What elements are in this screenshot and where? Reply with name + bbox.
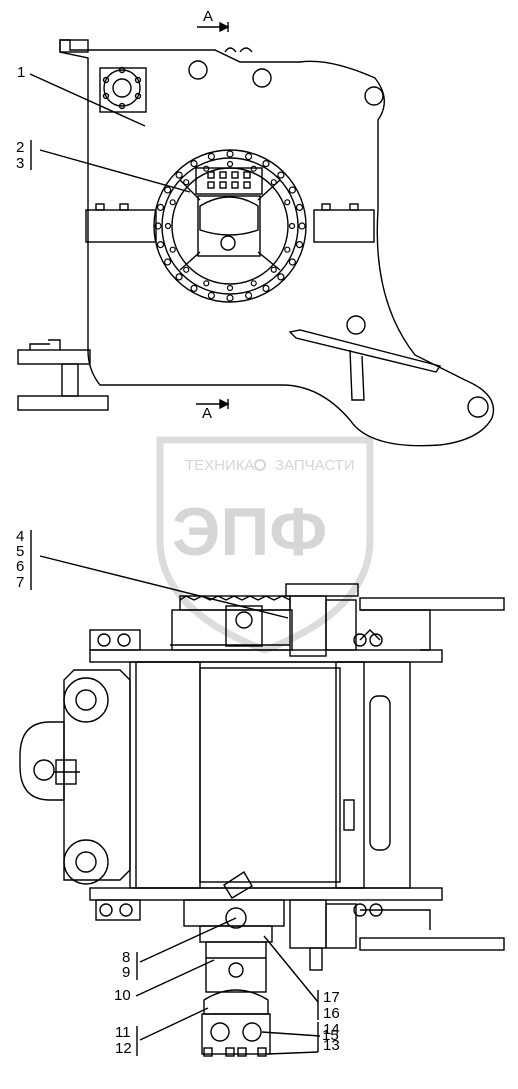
frame-hole <box>346 315 366 335</box>
callout-7: 7 <box>16 574 24 591</box>
hub-inner-bolt <box>226 160 234 168</box>
leader-1 <box>29 73 146 127</box>
hub-bolt <box>207 152 215 161</box>
hub-inner-bolt <box>183 266 190 273</box>
hub-bolt <box>277 273 285 281</box>
callout-17: 17 <box>323 989 340 1006</box>
top-view: A <box>16 8 495 447</box>
hub-bolt <box>245 152 253 161</box>
slewing-hub <box>153 149 307 303</box>
hub-bolt <box>262 160 270 168</box>
leader-8-9 <box>139 917 237 963</box>
hub-bolt <box>175 171 183 179</box>
hub-inner-bolt <box>270 266 277 273</box>
callout-16: 16 <box>323 1005 340 1022</box>
hub-inner-bolt <box>169 246 176 253</box>
hub-bolt <box>156 203 165 211</box>
hub-bolt <box>156 241 165 249</box>
hub-bolt <box>164 258 172 266</box>
callout-1: 1 <box>17 64 25 81</box>
hub-inner-bolt <box>288 222 296 230</box>
leader-10 <box>135 959 215 997</box>
side-bracket-right <box>313 209 375 243</box>
callout-2: 2 <box>16 139 24 156</box>
callout-12: 12 <box>115 1040 132 1057</box>
lower-lugs <box>17 339 109 411</box>
callout-11: 11 <box>115 1024 131 1041</box>
section-label-top: A <box>203 8 213 25</box>
hub-inner-bolt <box>169 199 176 206</box>
bottom-view: 4 5 6 7 <box>16 528 505 1057</box>
lower-motor <box>183 871 285 1057</box>
frame-body <box>59 39 495 447</box>
leader-11-12 <box>139 1007 209 1041</box>
watermark-text-1: ТЕХНИКА <box>185 457 255 474</box>
callout-3: 3 <box>16 155 24 172</box>
hub-bolt <box>226 150 234 158</box>
callout-15: 15 <box>322 1027 339 1044</box>
hub-inner-bolt <box>250 280 257 287</box>
leader-13-14 <box>267 1051 319 1055</box>
hub-bolt <box>175 273 183 281</box>
leader-2-3 <box>39 149 191 193</box>
frame-hole <box>467 396 489 418</box>
leader-15 <box>261 1031 321 1037</box>
side-bracket-left <box>85 209 157 243</box>
hub-bolt <box>207 291 215 300</box>
callout-6: 6 <box>16 558 24 575</box>
hub-bolt <box>245 291 253 300</box>
main-body-bottom-rail <box>89 887 443 901</box>
hub-bolt <box>226 294 234 302</box>
lower-right-bracket <box>95 899 505 971</box>
frame-hole <box>188 60 208 80</box>
watermark-text-2: ЗАПЧАСТИ <box>275 457 355 474</box>
hub-bolt <box>190 160 198 168</box>
hub-bolt <box>288 186 296 194</box>
callout-8: 8 <box>122 949 130 966</box>
frame-hole <box>364 86 384 106</box>
callout-9: 9 <box>122 964 130 981</box>
watermark: ТЕХНИКА ЗАПЧАСТИ ЭПФ <box>156 436 374 654</box>
hub-bolt <box>298 222 306 230</box>
callout-4: 4 <box>16 528 24 545</box>
main-body <box>129 661 411 889</box>
hub-bolt <box>164 186 172 194</box>
hub-bolt <box>277 171 285 179</box>
hub-inner-bolt <box>183 179 190 186</box>
frame-hole <box>252 68 272 88</box>
hub-inner-bolt <box>164 222 172 230</box>
hub-bolt <box>295 203 304 211</box>
hub-bolt <box>288 258 296 266</box>
hub-inner-bolt <box>284 246 291 253</box>
bolt-flange-top-left <box>99 66 147 113</box>
hub-bolt <box>154 222 162 230</box>
watermark-gear-icon <box>254 459 266 471</box>
side-post <box>335 661 365 889</box>
hub-bolt <box>262 284 270 292</box>
watermark-logo: ЭПФ <box>172 494 327 570</box>
hub-bolt <box>190 284 198 292</box>
left-end-flange <box>19 669 131 885</box>
callout-14: 14 <box>323 1021 340 1038</box>
section-arrowhead-top <box>219 21 230 33</box>
hub-bolt <box>295 241 304 249</box>
callout-5: 5 <box>16 543 24 560</box>
hub-inner-bolt <box>284 199 291 206</box>
leader-4-7 <box>39 555 289 619</box>
cover-plate <box>288 329 442 373</box>
hub-inner-bolt <box>203 280 210 287</box>
leader-16-17 <box>263 935 319 1003</box>
callout-13: 13 <box>323 1037 340 1054</box>
callout-10: 10 <box>114 987 131 1004</box>
hub-inner-bolt <box>226 284 234 292</box>
section-label-bottom: A <box>202 405 212 422</box>
